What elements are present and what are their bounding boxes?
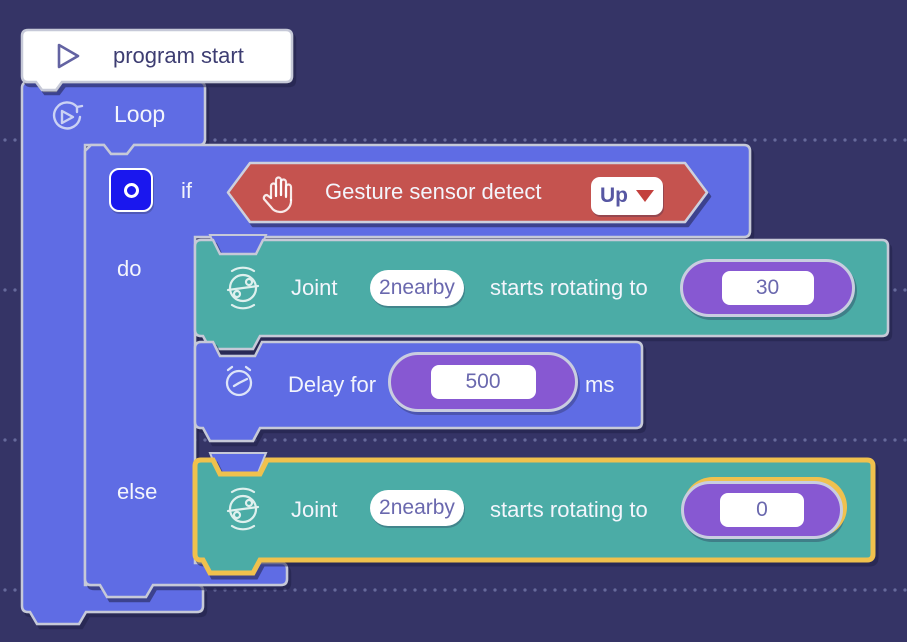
joint-do-action-label: starts rotating to bbox=[490, 275, 648, 300]
loop-block[interactable] bbox=[20, 80, 207, 626]
program-start-label: program start bbox=[113, 43, 244, 68]
delay-unit-label: ms bbox=[585, 372, 615, 397]
gesture-sensor-block[interactable] bbox=[226, 161, 709, 224]
delay-duration-field[interactable]: 500 bbox=[430, 365, 536, 399]
joint-else-action-label: starts rotating to bbox=[490, 497, 648, 522]
play-icon bbox=[57, 43, 80, 69]
program-start-block[interactable] bbox=[20, 28, 294, 92]
joint-do-angle-pill[interactable]: 30 bbox=[680, 259, 855, 317]
joint-do-label: Joint bbox=[291, 275, 338, 300]
joint-rotate-icon bbox=[226, 266, 260, 310]
mutator-ring bbox=[123, 182, 139, 198]
gesture-sensor-label: Gesture sensor detect bbox=[325, 179, 542, 204]
delay-label: Delay for bbox=[288, 372, 377, 397]
timer-icon bbox=[225, 365, 253, 397]
joint-do-angle-field[interactable]: 30 bbox=[721, 271, 814, 305]
do-label: do bbox=[117, 256, 142, 281]
loop-label: Loop bbox=[114, 101, 166, 127]
joint-else-label: Joint bbox=[291, 497, 338, 522]
dropdown-caret-icon bbox=[636, 190, 654, 202]
delay-duration-pill[interactable]: 500 bbox=[388, 352, 578, 412]
joint-rotate-icon bbox=[226, 487, 260, 531]
mutator-options-icon[interactable] bbox=[109, 168, 153, 212]
hand-icon bbox=[262, 176, 293, 214]
dropdown-value: Up bbox=[600, 184, 628, 207]
if-label: if bbox=[181, 178, 192, 203]
loop-icon bbox=[52, 101, 84, 130]
gesture-direction-dropdown[interactable]: Up bbox=[591, 177, 663, 215]
joint-else-id-field[interactable]: 2nearby bbox=[370, 490, 464, 526]
joint-do-id-field[interactable]: 2nearby bbox=[370, 270, 464, 306]
joint-else-angle-pill[interactable]: 0 bbox=[681, 481, 843, 539]
else-label: else bbox=[117, 479, 158, 504]
joint-else-angle-field[interactable]: 0 bbox=[720, 493, 804, 527]
